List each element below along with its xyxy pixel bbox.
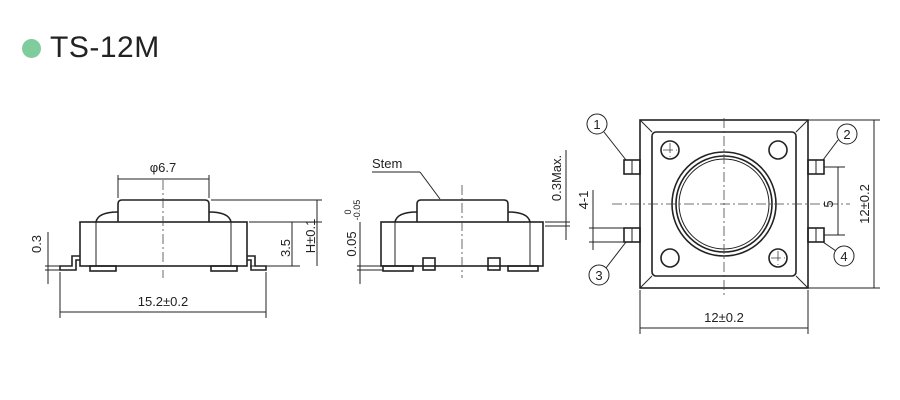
pin-label-4: 4: [840, 249, 847, 264]
front-stem: [117, 199, 210, 222]
front-lead-left: [59, 255, 80, 271]
front-foot-left: [89, 265, 117, 272]
dim-pin-width: 4-1: [576, 191, 591, 210]
top-post-tl: [660, 140, 680, 160]
pin-callout-1: [586, 113, 608, 135]
stem-leader: [419, 171, 441, 200]
pin-callout-4: [833, 245, 855, 267]
top-post-tr: [768, 140, 788, 160]
pin-label-3: 3: [595, 268, 602, 283]
side-foot-left: [382, 265, 414, 272]
top-corner-tr: [795, 119, 809, 133]
dim-flat-tol-lower: -0.05: [352, 200, 362, 221]
pin-callout-3: [588, 264, 610, 286]
dim-width: 15.2±0.2: [138, 294, 189, 309]
side-foot-right: [507, 265, 539, 272]
top-corner-tl: [639, 119, 653, 133]
dim-flatness: 0.05: [344, 231, 359, 256]
front-lead-right: [247, 255, 267, 271]
dim-width-top: 12±0.2: [704, 310, 744, 325]
front-body: [79, 221, 248, 267]
dim-pin-pitch: 5: [821, 200, 836, 207]
dim-total-height: H±0.1: [303, 219, 318, 254]
top-corner-br: [795, 275, 809, 289]
top-post-br: [768, 248, 788, 268]
pin-leader-3: [605, 241, 627, 269]
pin-leader-1: [603, 131, 627, 161]
front-shoulders: [95, 211, 232, 223]
side-terminal-right: [487, 257, 501, 271]
stem-label: Stem: [372, 156, 402, 171]
side-view: Stem 0.05 0 -0.05 0.3Max.: [343, 150, 570, 284]
title-row: TS-12M: [22, 28, 160, 68]
pin-leader-2: [822, 139, 839, 161]
pin-callout-2: [836, 123, 858, 145]
dim-stem-diameter: φ6.7: [150, 160, 177, 175]
front-view: φ6.7 0.3 3.5 H±0.1 15.2±0.2: [29, 160, 322, 318]
top-post-bl: [660, 248, 680, 268]
side-shoulders: [394, 211, 531, 223]
pin-leader-4: [822, 241, 837, 252]
top-view: 1 2 3 4 4-1 5 12±0.2 12±0.2: [576, 113, 880, 334]
dim-height: 12±0.2: [857, 184, 872, 224]
side-stem: [416, 199, 509, 222]
dim-lead-height: 0.3: [29, 235, 44, 253]
dim-body-height: 3.5: [278, 239, 293, 257]
bullet-icon: [22, 38, 41, 58]
front-foot-right: [210, 265, 238, 272]
top-corner-bl: [639, 275, 653, 289]
pin-label-1: 1: [593, 117, 600, 132]
dim-flat-tol-upper: 0: [343, 209, 353, 214]
dim-max-gap: 0.3Max.: [549, 155, 564, 201]
side-terminal-left: [422, 257, 436, 271]
page-title: TS-12M: [50, 31, 160, 64]
pin-label-2: 2: [843, 127, 850, 142]
